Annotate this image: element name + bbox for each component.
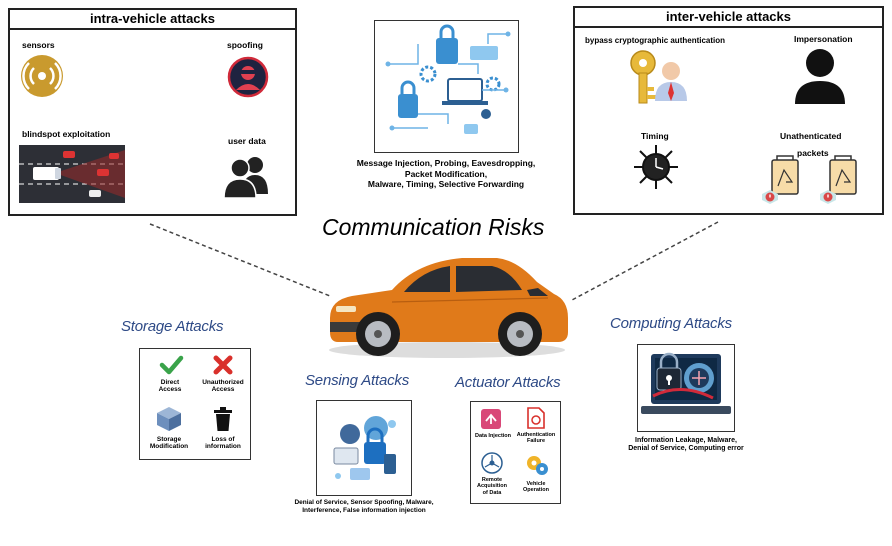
storage-modification-line-1: Storage [156, 436, 182, 443]
timing-clock-icon [634, 145, 678, 189]
unauthorized-access-line-1: Unauthorized [202, 379, 244, 386]
remote-acquisition-line-1: Remote [481, 477, 503, 483]
computing-attacks-title: Computing Attacks [610, 315, 732, 332]
inter-vehicle-title: inter-vehicle attacks [575, 8, 882, 28]
storage-modification-label: Storage Modification [144, 436, 194, 451]
storage-modification-cube-icon [157, 407, 181, 431]
vehicle-operation-line-1: Vehicle [526, 481, 546, 487]
key-user-icon [630, 50, 687, 104]
computing-caption-line-2: Denial of Service, Computing error [628, 445, 744, 453]
loss-of-information-line-2: information [205, 443, 241, 451]
loss-of-information-line-1: Loss of [211, 436, 235, 443]
sensing-caption-line-1: Denial of Service, Sensor Spoofing, Malw… [294, 499, 434, 506]
bypass-auth-label: bypass cryptographic authentication [585, 36, 726, 45]
communication-risks-title: Communication Risks [322, 214, 545, 240]
sensor-signal-icon [21, 55, 63, 97]
user-data-people-icon [223, 157, 268, 199]
loss-of-information-trash-icon [214, 407, 232, 431]
vehicle-operation-label: Vehicle Operation [516, 481, 556, 494]
direct-access-line-2: Access [158, 386, 182, 394]
remote-acquisition-label: Remote Acquisition of Data [472, 477, 512, 496]
sensing-caption: Denial of Service, Sensor Spoofing, Malw… [276, 499, 452, 515]
unauthenticated-packet-icon-1 [762, 155, 799, 204]
authentication-failure-icon [527, 407, 545, 429]
sensing-caption-line-2: Interference, False information injectio… [302, 506, 426, 514]
communication-caption-line-1: Message Injection, Probing, Eavesdroppin… [356, 158, 536, 168]
unauthorized-access-cross-icon [213, 355, 233, 375]
timing-label: Timing [641, 131, 669, 141]
data-injection-label: Data Injection [474, 433, 512, 439]
actuator-attacks-title: Actuator Attacks [455, 374, 561, 391]
network-security-illustration [385, 24, 511, 134]
laptop-malware-illustration [641, 352, 731, 414]
authentication-failure-label: Authentication Failure [514, 432, 558, 445]
authentication-failure-line-2: Failure [526, 438, 546, 445]
impersonation-label: Impersonation [794, 34, 853, 44]
storage-modification-line-2: Modification [149, 443, 189, 451]
storage-attacks-frame [139, 348, 251, 460]
unauthenticated-label-2: packets [797, 148, 829, 158]
connector-intra-to-car [149, 223, 331, 297]
storage-attacks-title: Storage Attacks [121, 318, 224, 335]
car-illustration [329, 258, 568, 358]
unauthorized-access-line-2: Access [211, 386, 235, 394]
computing-caption-line-1: Information Leakage, Malware, [635, 437, 737, 444]
blindspot-road-icon [19, 145, 125, 203]
direct-access-check-icon [159, 355, 184, 375]
sensing-devices-illustration [333, 416, 396, 480]
blindspot-label: blindspot exploitation [22, 129, 111, 139]
spoofing-label: spoofing [227, 40, 263, 50]
connector-inter-to-car [571, 221, 719, 301]
intra-vehicle-title: intra-vehicle attacks [10, 10, 295, 30]
direct-access-label: Direct Access [146, 379, 194, 394]
communication-caption-line-2: Packet Modification, [404, 168, 488, 179]
remote-acquisition-line-2: Acquisition [477, 483, 507, 490]
user-data-label: user data [228, 136, 266, 146]
authentication-failure-line-1: Authentication [516, 432, 556, 438]
communication-caption: Message Injection, Probing, Eavesdroppin… [330, 158, 562, 190]
unauthenticated-packet-icon-2 [820, 155, 857, 204]
sensors-label: sensors [22, 40, 55, 50]
sensing-attacks-title: Sensing Attacks [305, 372, 409, 389]
vehicle-operation-line-2: Operation [523, 487, 549, 494]
computing-caption: Information Leakage, Malware, Denial of … [608, 437, 764, 454]
data-injection-icon [481, 409, 501, 429]
impersonation-person-icon [795, 49, 845, 104]
loss-of-information-label: Loss of information [198, 436, 248, 451]
vehicle-operation-gears-icon [527, 456, 548, 475]
remote-acquisition-line-3: of Data [482, 489, 502, 496]
communication-caption-line-3: Malware, Timing, Selective Forwarding [367, 179, 525, 190]
spoofing-hacker-icon [227, 56, 269, 98]
unauthorized-access-label: Unauthorized Access [196, 379, 250, 394]
direct-access-line-1: Direct [160, 379, 180, 386]
remote-acquisition-network-icon [481, 452, 503, 474]
unauthenticated-label-1: Unathenticated [780, 131, 842, 141]
